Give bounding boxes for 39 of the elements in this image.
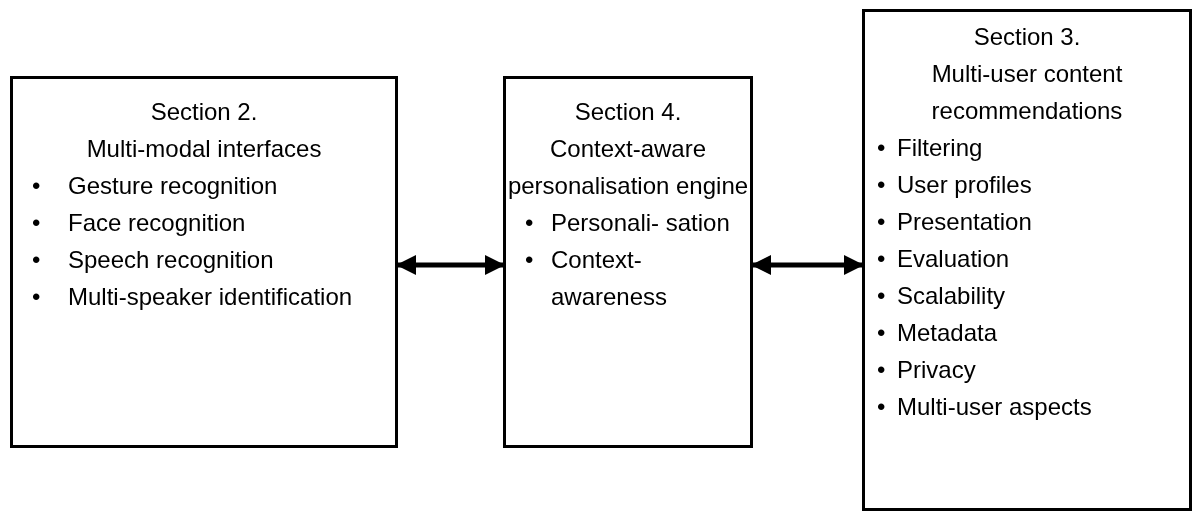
- list-item: User profiles: [897, 170, 1032, 200]
- bullet: •: [877, 356, 886, 383]
- bullet: •: [32, 246, 41, 273]
- section-title: Context-aware personalisation engine: [506, 134, 750, 201]
- double-arrow: [396, 255, 505, 275]
- list-item: Face recognition: [68, 208, 246, 238]
- bullet: •: [877, 208, 886, 235]
- section-box: [10, 76, 398, 448]
- list-item: Privacy: [897, 355, 976, 385]
- list-item: Speech recognition: [68, 245, 274, 275]
- bullet: •: [32, 209, 41, 236]
- section-number: Section 2.: [149, 97, 259, 127]
- list-item: Evaluation: [897, 244, 1010, 274]
- bullet: •: [525, 209, 534, 236]
- section-box: [503, 76, 753, 448]
- bullet: •: [877, 393, 886, 420]
- list-item: Filtering: [897, 133, 983, 163]
- list-item: Multi-user aspects: [897, 392, 1092, 422]
- bullet: •: [877, 245, 886, 272]
- section-title: Multi-user content recommendations: [930, 59, 1124, 126]
- bullet: •: [877, 282, 886, 309]
- bullet: •: [877, 171, 886, 198]
- list-item: Context- awareness: [551, 245, 669, 312]
- list-item: Scalability: [897, 281, 1006, 311]
- bullet: •: [32, 283, 41, 310]
- section-box: [862, 9, 1192, 511]
- section-number: Section 4.: [573, 97, 683, 127]
- list-item: Metadata: [897, 318, 998, 348]
- bullet: •: [877, 319, 886, 346]
- double-arrow: [751, 255, 864, 275]
- list-item: Multi-speaker identification: [68, 282, 353, 312]
- bullet: •: [32, 172, 41, 199]
- bullet: •: [877, 134, 886, 161]
- list-item: Gesture recognition: [68, 171, 278, 201]
- bullet: •: [525, 246, 534, 273]
- section-number: Section 3.: [972, 22, 1082, 52]
- list-item: Personali- sation: [551, 208, 730, 238]
- section-title: Multi-modal interfaces: [85, 134, 323, 164]
- list-item: Presentation: [897, 207, 1032, 237]
